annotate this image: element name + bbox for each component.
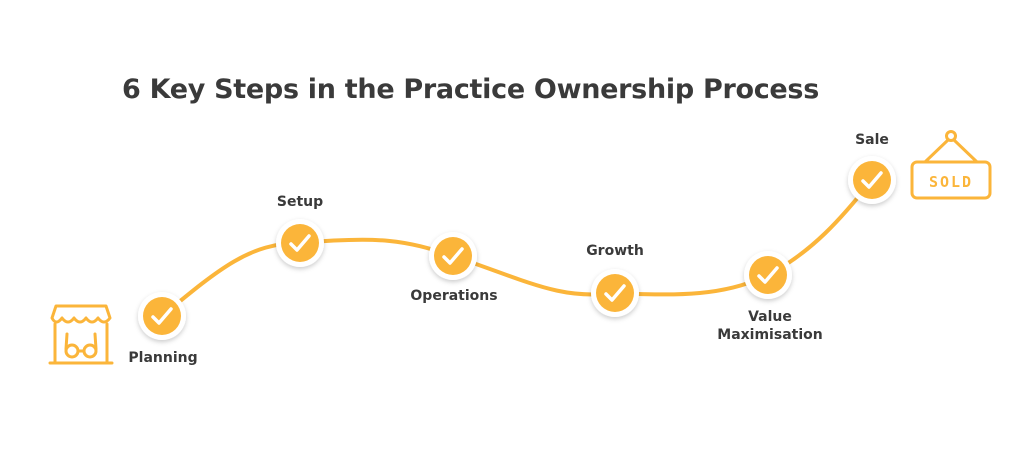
check-icon bbox=[861, 171, 883, 189]
check-icon bbox=[604, 284, 626, 302]
page-title: 6 Key Steps in the Practice Ownership Pr… bbox=[122, 74, 819, 105]
step-node-growth bbox=[591, 269, 639, 317]
check-icon bbox=[757, 266, 779, 284]
step-label-growth: Growth bbox=[586, 243, 644, 259]
sold-text: SOLD bbox=[929, 173, 973, 191]
check-icon bbox=[442, 247, 464, 265]
step-label-planning: Planning bbox=[128, 350, 198, 366]
step-node-value-maximisation bbox=[744, 251, 792, 299]
check-icon bbox=[289, 234, 311, 252]
step-node-sale bbox=[848, 156, 896, 204]
step-node-setup bbox=[276, 219, 324, 267]
storefront-glasses-icon bbox=[48, 304, 114, 365]
step-label-operations: Operations bbox=[410, 288, 498, 304]
step-node-planning bbox=[138, 292, 186, 340]
check-icon bbox=[151, 307, 173, 325]
step-label-sale: Sale bbox=[855, 132, 889, 148]
sold-sign-icon bbox=[910, 130, 992, 200]
step-label-value-maximisation: Value Maximisation bbox=[717, 309, 823, 343]
step-node-operations bbox=[429, 232, 477, 280]
step-label-setup: Setup bbox=[276, 194, 324, 210]
